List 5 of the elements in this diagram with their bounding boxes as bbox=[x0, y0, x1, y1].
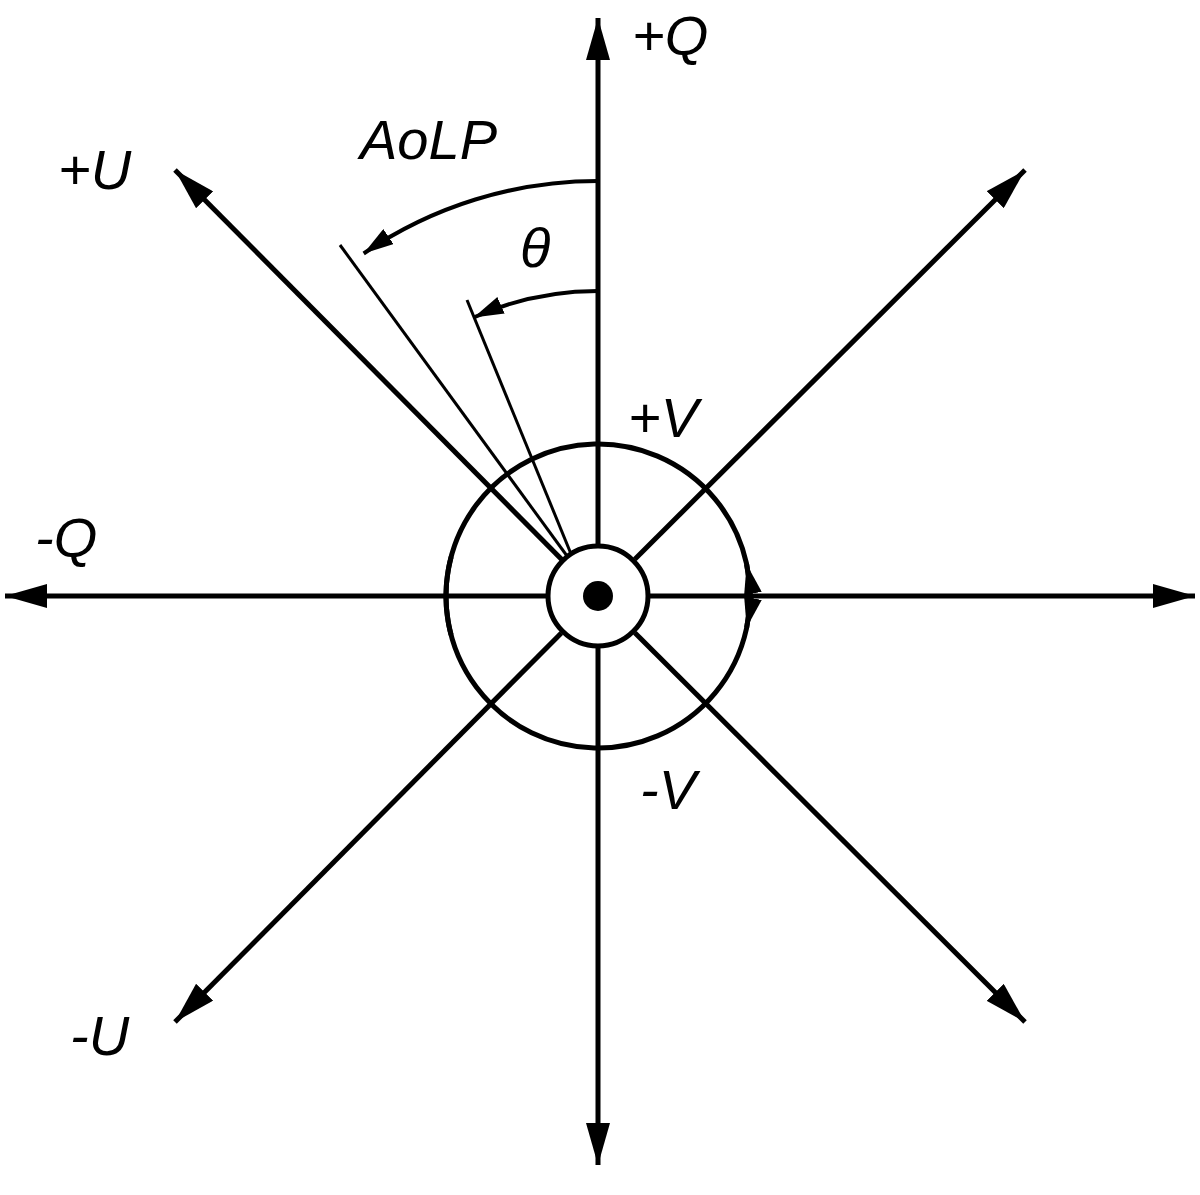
axis-label: +U bbox=[58, 142, 132, 198]
angle-label: θ bbox=[520, 220, 551, 276]
axis-label: -Q bbox=[35, 510, 98, 566]
axis-label: +Q bbox=[632, 8, 709, 64]
axis-label: -U bbox=[70, 1008, 130, 1064]
